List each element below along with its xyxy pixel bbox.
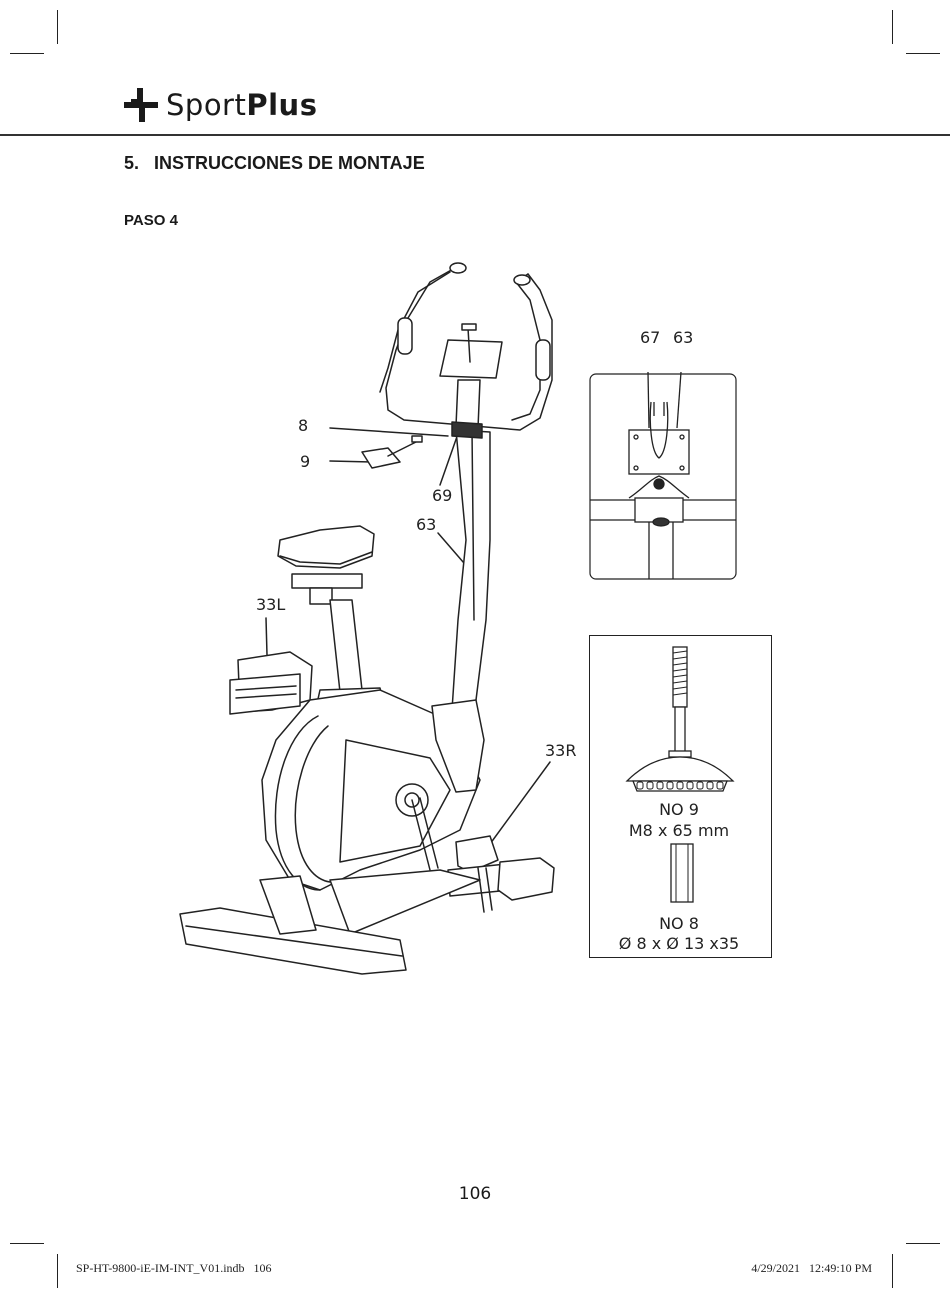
crop-mark	[10, 53, 44, 54]
bolt-part-name: NO 9	[659, 800, 699, 819]
header-rule	[0, 134, 950, 136]
section-title: 5. INSTRUCCIONES DE MONTAJE	[124, 153, 425, 173]
crop-mark	[906, 1243, 940, 1244]
parts-box	[589, 635, 772, 958]
sleeve-part-name: NO 8	[659, 914, 699, 933]
sleeve-part-size: Ø 8 x Ø 13 x35	[618, 934, 740, 953]
crop-mark	[892, 1254, 893, 1288]
plus-logo-icon	[124, 88, 158, 122]
detail-callout-63: 63	[673, 328, 694, 347]
step-title: PASO 4	[124, 212, 178, 229]
page-number: 106	[458, 1184, 492, 1204]
callout-9: 9	[300, 452, 311, 471]
callout-33L: 33L	[256, 595, 286, 614]
crop-mark	[57, 10, 58, 44]
bolt-9-icon	[625, 646, 735, 792]
callout-8: 8	[298, 416, 309, 435]
footer-timestamp: 4/29/2021 12:49:10 PM	[751, 1261, 872, 1275]
crop-mark	[906, 53, 940, 54]
crop-mark	[892, 10, 893, 44]
detail-callout-67: 67	[640, 328, 661, 347]
callout-69: 69	[432, 486, 453, 505]
brand-logo: SportPlus	[122, 86, 317, 124]
footer-file-info: SP-HT-9800-iE-IM-INT_V01.indb 106	[76, 1261, 272, 1275]
callout-33R: 33R	[545, 741, 577, 760]
crop-mark	[57, 1254, 58, 1288]
callout-63: 63	[416, 515, 437, 534]
crop-mark	[10, 1243, 44, 1244]
sleeve-8-icon	[670, 843, 694, 903]
bolt-part-size: M8 x 65 mm	[628, 821, 730, 840]
logo-wordmark: SportPlus	[166, 88, 318, 122]
detail-illustration	[589, 372, 737, 580]
